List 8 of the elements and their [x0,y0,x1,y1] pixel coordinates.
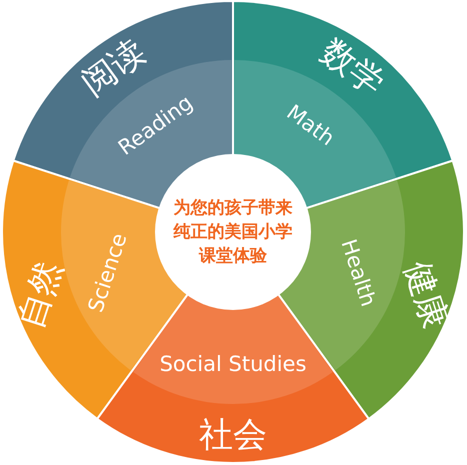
segment-title: 健康 [396,256,456,334]
segment-title: 社会 [199,415,267,455]
segment-title: 阅读 [74,32,153,104]
segment-subtitle: Social Studies [160,352,306,376]
center-text: 为您的孩子带来纯正的美国小学课堂体验 [172,197,294,268]
segment-title: 自然 [10,256,70,334]
segment-subtitle: Health [336,236,381,310]
segment-title: 数学 [313,32,392,104]
